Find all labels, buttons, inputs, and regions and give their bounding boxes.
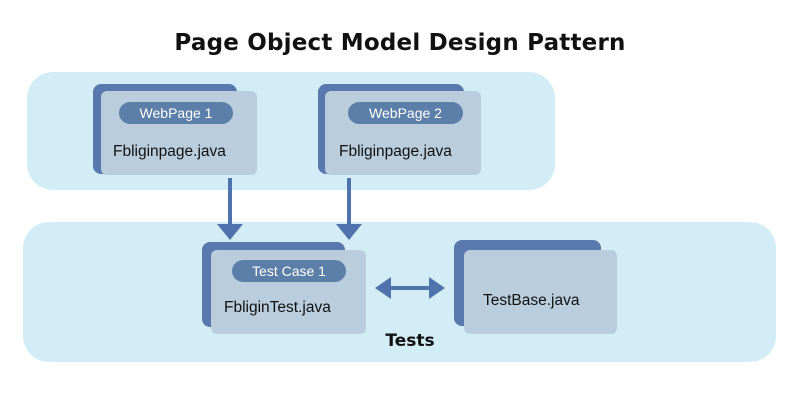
test-base-card [464, 250, 617, 334]
arrow-testcase-testbase-bidirectional [375, 277, 445, 299]
tests-label: Tests [385, 331, 435, 351]
webpage-2-badge: WebPage 2 [348, 102, 463, 124]
webpage-2-file: Fbliginpage.java [339, 143, 452, 160]
diagram-title: Page Object Model Design Pattern [174, 30, 626, 56]
webpage-1-file: Fbliginpage.java [113, 143, 226, 160]
webpage-1-badge: WebPage 1 [119, 102, 233, 124]
test-case-badge: Test Case 1 [232, 260, 346, 282]
test-base-file: TestBase.java [483, 292, 580, 309]
test-case-file: FbliginTest.java [224, 299, 331, 316]
arrow-webpage2-to-testcase [336, 178, 362, 240]
tests-panel [23, 222, 776, 362]
arrow-webpage1-to-testcase [217, 178, 243, 240]
